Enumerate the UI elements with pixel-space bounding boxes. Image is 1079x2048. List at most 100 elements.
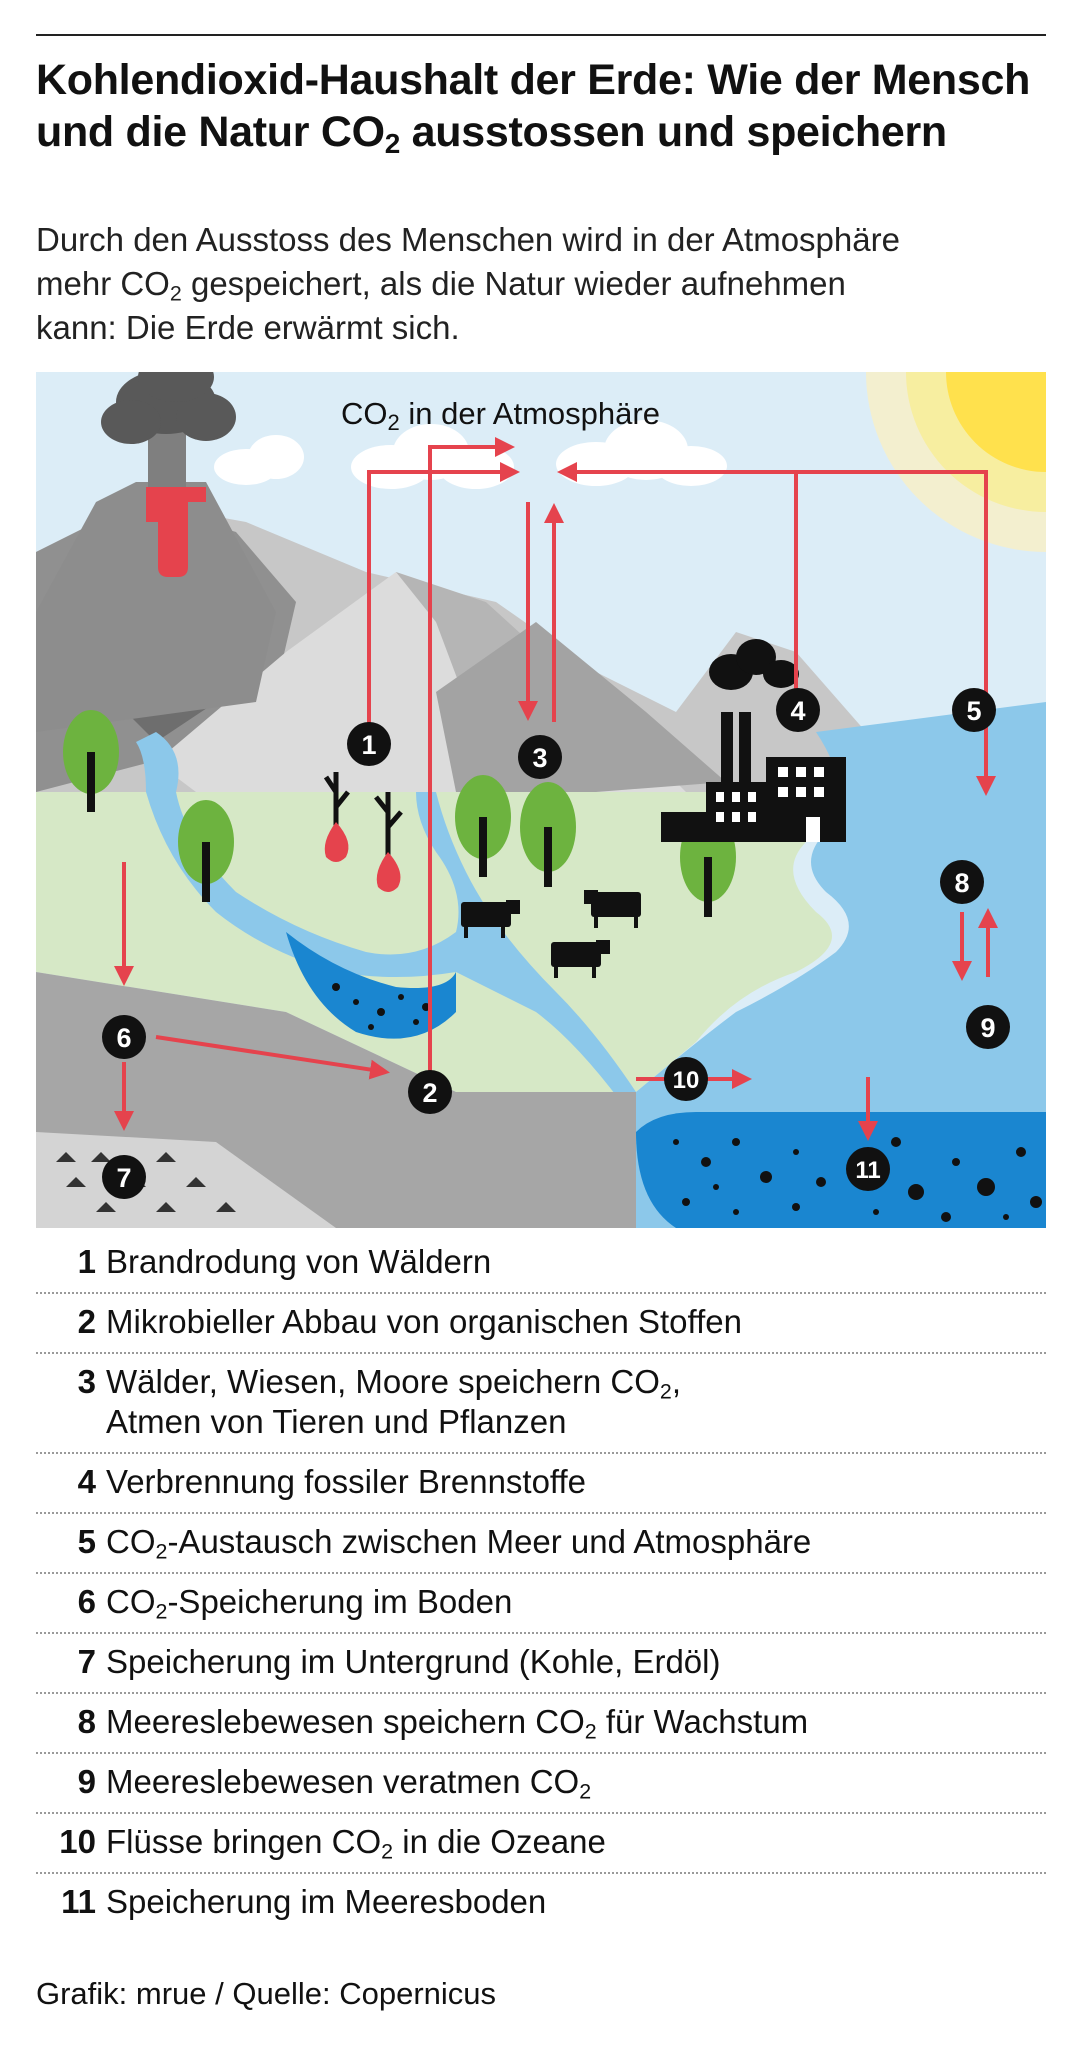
legend-item: 3 Wälder, Wiesen, Moore speichern CO2, Atm… [36, 1354, 1046, 1454]
legend-number: 10 [59, 1823, 96, 1860]
badge-5: 5 [952, 688, 996, 732]
title-line-2-pre: und die Natur CO [36, 108, 385, 156]
svg-text:9: 9 [980, 1013, 995, 1043]
legend-item: 8 Meereslebewesen speichern CO2 für Wachs… [36, 1694, 1046, 1754]
legend-text-sub: 2 [659, 1379, 672, 1404]
top-rule [36, 34, 1046, 36]
legend-number: 7 [77, 1643, 96, 1680]
legend-item: 5 CO2-Austausch zwischen Meer und Atmosph… [36, 1514, 1046, 1574]
badge-8: 8 [940, 860, 984, 904]
legend-number: 4 [77, 1463, 96, 1500]
legend-text-sub: 2 [155, 1539, 168, 1564]
badge-10: 10 [664, 1057, 708, 1101]
legend-item: 6 CO2-Speicherung im Boden [36, 1574, 1046, 1634]
legend-item: 4 Verbrennung fossiler Brennstoffe [36, 1454, 1046, 1514]
subtitle-line-2-post: gespeichert, als die Natur wieder aufneh… [181, 265, 846, 302]
arrow-1-to-atmosphere [367, 462, 520, 757]
land [36, 792, 832, 1092]
svg-text:10: 10 [673, 1067, 700, 1094]
svg-text:3: 3 [532, 743, 547, 773]
lava [146, 487, 206, 577]
legend-text-pre: CO [106, 1583, 156, 1620]
legend-text-post: in die Ozeane [393, 1823, 606, 1860]
legend-item: 2 Mikrobieller Abbau von organischen Stof… [36, 1294, 1046, 1354]
fire-icon [323, 772, 403, 892]
title-line-2-sub: 2 [384, 127, 401, 159]
legend-number: 2 [77, 1303, 96, 1340]
cycle-arrows [114, 437, 998, 1141]
legend-text-sub: 2 [584, 1719, 597, 1744]
title-line-1: Kohlendioxid-Haushalt der Erde: Wie der … [36, 56, 1031, 104]
volcano [36, 482, 276, 732]
legend-text-pre: Meereslebewesen veratmen CO [106, 1763, 580, 1800]
legend-text: CO2-Speicherung im Boden [106, 1582, 1046, 1622]
carbon-cycle-diagram: CO2 in der Atmosphäre 1 2 3 4 5 6 7 8 9 … [36, 372, 1046, 1228]
smoke-icon [101, 372, 236, 444]
svg-text:11: 11 [855, 1157, 880, 1184]
legend-text-pre: Brandrodung von Wäldern [106, 1243, 492, 1280]
legend-text-line-2: Atmen von Tieren und Pflanzen [106, 1403, 567, 1440]
sea [636, 702, 1046, 1228]
volcano-crater [148, 432, 186, 487]
subtitle-line-2-pre: mehr CO [36, 265, 170, 302]
legend-text-sub: 2 [381, 1839, 394, 1864]
legend-number: 3 [77, 1363, 96, 1400]
legend-text: Speicherung im Untergrund (Kohle, Erdöl) [106, 1642, 1046, 1682]
factory-windows [716, 767, 824, 842]
legend-text: Meereslebewesen veratmen CO2 [106, 1762, 1046, 1802]
legend-text-pre: CO [106, 1523, 156, 1560]
legend-text: Meereslebewesen speichern CO2 für Wachst… [106, 1702, 1046, 1742]
ground-light [36, 1132, 336, 1228]
atmosphere-label-pre: CO [341, 396, 388, 431]
legend-text: Mikrobieller Abbau von organischen Stoff… [106, 1302, 1046, 1342]
subtitle-line-2-sub: 2 [169, 281, 182, 306]
legend-text: Verbrennung fossiler Brennstoffe [106, 1462, 1046, 1502]
svg-text:5: 5 [966, 696, 981, 726]
subtitle: Durch den Ausstoss des Menschen wird in … [36, 218, 1046, 350]
subtitle-line-1: Durch den Ausstoss des Menschen wird in … [36, 221, 900, 258]
legend-item: 9 Meereslebewesen veratmen CO2 [36, 1754, 1046, 1814]
page-title: Kohlendioxid-Haushalt der Erde: Wie der … [36, 54, 1046, 158]
legend-text-pre: Verbrennung fossiler Brennstoffe [106, 1463, 587, 1500]
arrow-5-atmosphere-sea [561, 470, 996, 796]
legend-text: Brandrodung von Wäldern [106, 1242, 1046, 1282]
legend-text-sub: 2 [579, 1779, 592, 1804]
legend-text: CO2-Austausch zwischen Meer und Atmosphä… [106, 1522, 1046, 1562]
title-line-2-post: ausstossen und speichern [400, 108, 948, 156]
legend-text-pre: Mikrobieller Abbau von organischen Stoff… [106, 1303, 742, 1340]
river [136, 732, 636, 1102]
legend-text-pre: Speicherung im Meeresboden [106, 1883, 547, 1920]
legend-text-post: -Speicherung im Boden [167, 1583, 513, 1620]
badge-6: 6 [102, 1015, 146, 1059]
legend-text: Flüsse bringen CO2 in die Ozeane [106, 1822, 1046, 1862]
legend-text-pre: Wälder, Wiesen, Moore speichern CO [106, 1363, 660, 1400]
legend-text: Speicherung im Meeresboden [106, 1882, 1046, 1922]
badge-4: 4 [776, 688, 820, 732]
badge-2: 2 [408, 1070, 452, 1114]
legend-text-post: für Wachstum [596, 1703, 809, 1740]
svg-text:4: 4 [790, 696, 805, 726]
footer-credit: Grafik: mrue / Quelle: Copernicus [36, 1976, 497, 2011]
legend-number: 5 [77, 1523, 96, 1560]
atmosphere-label: CO2 in der Atmosphäre [341, 396, 660, 435]
cow-icon [461, 890, 641, 978]
sun-icon [866, 372, 1046, 552]
legend-number: 9 [77, 1763, 96, 1800]
legend-text-post: -Austausch zwischen Meer und Atmosphäre [167, 1523, 812, 1560]
legend-text-post: , [671, 1363, 681, 1400]
lake-sediment [286, 932, 456, 1039]
badge-1: 1 [347, 722, 391, 766]
subtitle-line-3: kann: Die Erde erwärmt sich. [36, 309, 460, 346]
arrow-2-to-atmosphere [428, 437, 515, 1072]
svg-text:7: 7 [116, 1163, 131, 1193]
deep-sea-floor [636, 1112, 1046, 1228]
legend-number: 6 [77, 1583, 96, 1620]
legend-number: 11 [61, 1883, 96, 1920]
legend-item: 10 Flüsse bringen CO2 in die Ozeane [36, 1814, 1046, 1874]
badge-9: 9 [966, 1005, 1010, 1049]
svg-text:1: 1 [361, 730, 376, 760]
badge-3: 3 [518, 735, 562, 779]
legend-number: 8 [77, 1703, 96, 1740]
